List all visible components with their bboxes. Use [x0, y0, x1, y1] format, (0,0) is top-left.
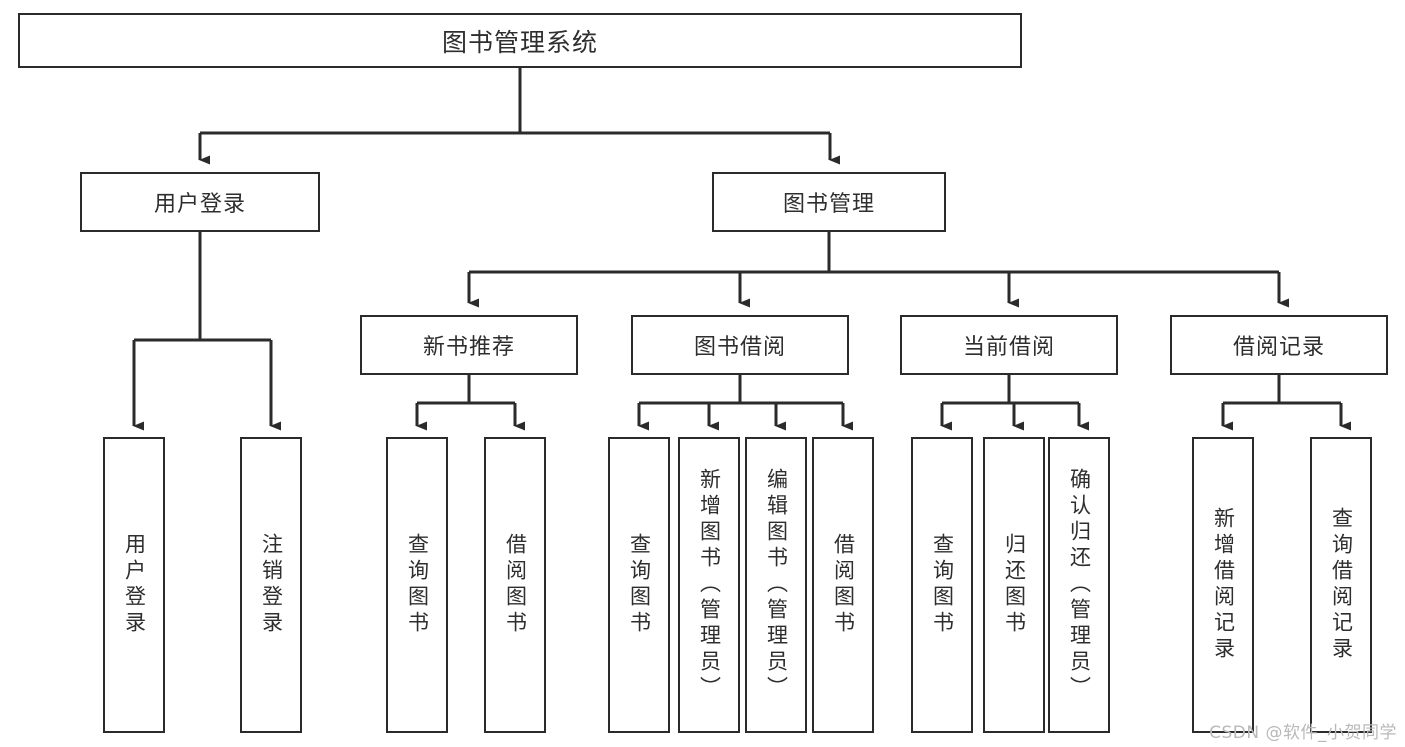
- leaf-node-query-record[interactable]: 查询借阅记录: [1310, 437, 1372, 733]
- leaf-node-add-book[interactable]: 新增图书（管理员）: [678, 437, 740, 733]
- leaf-node-borrow-book-br[interactable]: 借阅图书: [812, 437, 874, 733]
- leaf-node-query-book-cb[interactable]: 查询图书: [911, 437, 973, 733]
- leaf-node-query-book-rec[interactable]: 查询图书: [386, 437, 448, 733]
- leaf-node-logout[interactable]: 注销登录: [240, 437, 302, 733]
- leaf-node-borrow-book-br-label: 借阅图书: [831, 533, 856, 637]
- watermark-text: CSDN @软件_小贺同学: [1209, 723, 1397, 743]
- node-new-book-rec-label: 新书推荐: [422, 335, 515, 360]
- leaf-node-return-book[interactable]: 归还图书: [983, 437, 1045, 733]
- leaf-node-edit-book-label: 编辑图书（管理员）: [764, 468, 789, 702]
- leaf-node-borrow-book-rec[interactable]: 借阅图书: [484, 437, 546, 733]
- leaf-node-return-book-label: 归还图书: [1002, 533, 1027, 637]
- leaf-node-add-record[interactable]: 新增借阅记录: [1192, 437, 1254, 733]
- node-book-manage-label: 图书管理: [782, 192, 875, 217]
- leaf-node-user-login-label: 用户登录: [122, 533, 147, 637]
- node-root-label: 图书管理系统: [441, 27, 598, 57]
- leaf-node-confirm-return-label: 确认归还（管理员）: [1067, 468, 1092, 702]
- leaf-node-confirm-return[interactable]: 确认归还（管理员）: [1048, 437, 1110, 733]
- node-book-manage[interactable]: 图书管理: [712, 172, 946, 232]
- leaf-node-borrow-book-rec-label: 借阅图书: [503, 533, 528, 637]
- leaf-node-add-book-label: 新增图书（管理员）: [697, 468, 722, 702]
- leaf-node-edit-book[interactable]: 编辑图书（管理员）: [745, 437, 807, 733]
- node-user-login[interactable]: 用户登录: [80, 172, 320, 232]
- leaf-node-query-book-cb-label: 查询图书: [930, 533, 955, 637]
- node-current-borrow[interactable]: 当前借阅: [900, 315, 1118, 375]
- leaf-node-query-book-rec-label: 查询图书: [405, 533, 430, 637]
- leaf-node-query-book-br-label: 查询图书: [627, 533, 652, 637]
- node-current-borrow-label: 当前借阅: [962, 335, 1055, 360]
- leaf-node-query-book-br[interactable]: 查询图书: [608, 437, 670, 733]
- node-root[interactable]: 图书管理系统: [18, 13, 1022, 68]
- node-book-borrow-label: 图书借阅: [693, 335, 786, 360]
- node-book-borrow[interactable]: 图书借阅: [631, 315, 849, 375]
- node-borrow-record-label: 借阅记录: [1232, 335, 1325, 360]
- node-user-login-label: 用户登录: [153, 192, 246, 217]
- leaf-node-logout-label: 注销登录: [259, 533, 284, 637]
- leaf-node-query-record-label: 查询借阅记录: [1329, 507, 1354, 663]
- node-new-book-rec[interactable]: 新书推荐: [360, 315, 578, 375]
- node-borrow-record[interactable]: 借阅记录: [1170, 315, 1388, 375]
- leaf-node-add-record-label: 新增借阅记录: [1211, 507, 1236, 663]
- leaf-node-user-login[interactable]: 用户登录: [103, 437, 165, 733]
